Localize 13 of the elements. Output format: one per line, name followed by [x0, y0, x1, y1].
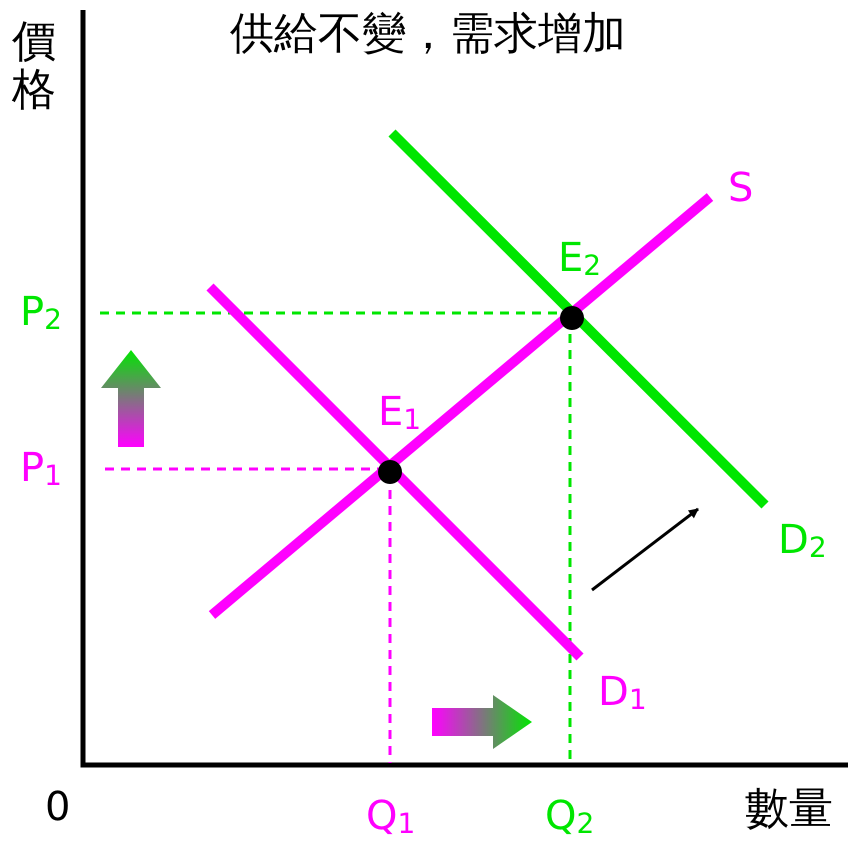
- axis-label: 數量: [745, 787, 833, 831]
- axis-tick-label: P$_{2}$: [20, 292, 62, 334]
- point-label: E$_{1}$: [378, 392, 422, 434]
- axis-tick-label: Q$_{1}$: [366, 796, 416, 838]
- point-label: E$_{2}$: [558, 238, 602, 280]
- chart-title: 供給不變，需求增加: [230, 12, 626, 56]
- origin-label: 0: [45, 787, 70, 827]
- axis-tick-label: P$_{1}$: [20, 448, 62, 490]
- curve-label: S: [728, 168, 754, 208]
- axis-label: 價格: [12, 18, 57, 115]
- curve-label: D$_{1}$: [598, 672, 647, 714]
- curve-label: D$_{2}$: [778, 520, 827, 562]
- axis-tick-label: Q$_{2}$: [545, 796, 594, 838]
